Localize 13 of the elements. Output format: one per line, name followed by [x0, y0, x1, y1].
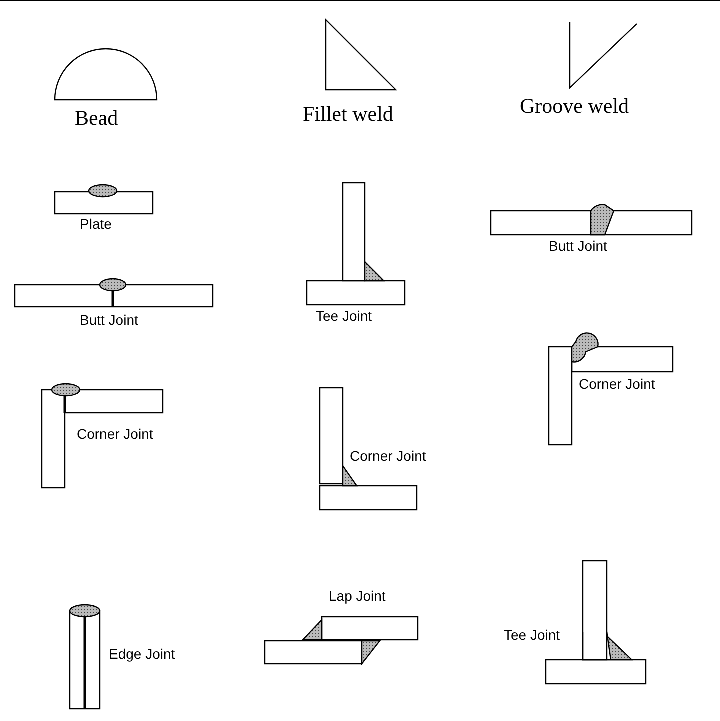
part-label: Lap Joint	[329, 588, 386, 604]
part-label: Tee Joint	[316, 308, 372, 324]
part-label: Edge Joint	[109, 646, 176, 662]
part-label: Corner Joint	[77, 426, 154, 442]
part-label: Corner Joint	[350, 448, 426, 464]
weld-type-label: Groove weld	[520, 94, 630, 119]
weld-type-label: Fillet weld	[303, 102, 394, 127]
part-label: Corner Joint	[579, 376, 656, 392]
part-label: Butt Joint	[80, 312, 138, 328]
part-label: Tee Joint	[504, 627, 560, 643]
part-label: Plate	[80, 216, 112, 232]
part-label: Butt Joint	[549, 238, 608, 254]
bead-label: Bead	[75, 106, 118, 131]
